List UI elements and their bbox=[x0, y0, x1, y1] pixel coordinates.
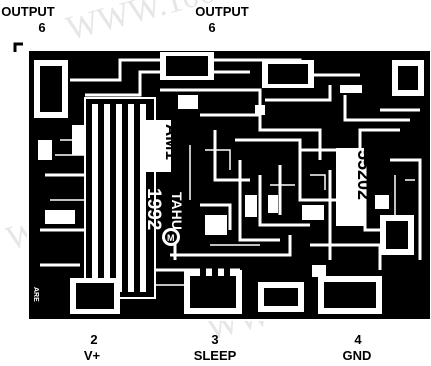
die-border bbox=[27, 49, 431, 321]
pin-label-output-left-number: 6 bbox=[38, 20, 45, 35]
die-markings: AM1 1992 TAHU 55202 ARE bbox=[32, 120, 374, 302]
maker-marking: TAHU bbox=[169, 192, 185, 230]
output-transistor-array bbox=[84, 97, 156, 299]
pin-label-output-left-name: OUTPUT bbox=[1, 4, 55, 19]
circuit-blocks bbox=[38, 85, 389, 277]
pin-label-v-plus-name: V+ bbox=[84, 348, 101, 363]
pin-label-output-right-name: OUTPUT bbox=[195, 4, 249, 19]
logo-mark: M bbox=[162, 228, 180, 246]
pin-label-gnd-number: 4 bbox=[354, 332, 362, 347]
pin-label-output-right-number: 6 bbox=[208, 20, 215, 35]
pin-label-sleep-number: 3 bbox=[211, 332, 218, 347]
chip-die: M AM1 1992 TAHU 55202 ARE bbox=[27, 49, 431, 321]
pin-label-v-plus-number: 2 bbox=[90, 332, 97, 347]
svg-text:M: M bbox=[167, 233, 175, 243]
pin-label-gnd-name: GND bbox=[343, 348, 372, 363]
pin-labels: OUTPUT 6 OUTPUT 6 2 V+ 3 SLEEP 4 GND bbox=[1, 4, 371, 363]
corner-mark bbox=[13, 42, 23, 52]
part-code-marking: 55202 bbox=[354, 150, 374, 200]
date-marking: 1992 bbox=[143, 188, 164, 230]
revision-marking: AM1 bbox=[162, 124, 181, 160]
small-code-marking: ARE bbox=[32, 287, 39, 302]
pin-label-sleep-name: SLEEP bbox=[194, 348, 237, 363]
